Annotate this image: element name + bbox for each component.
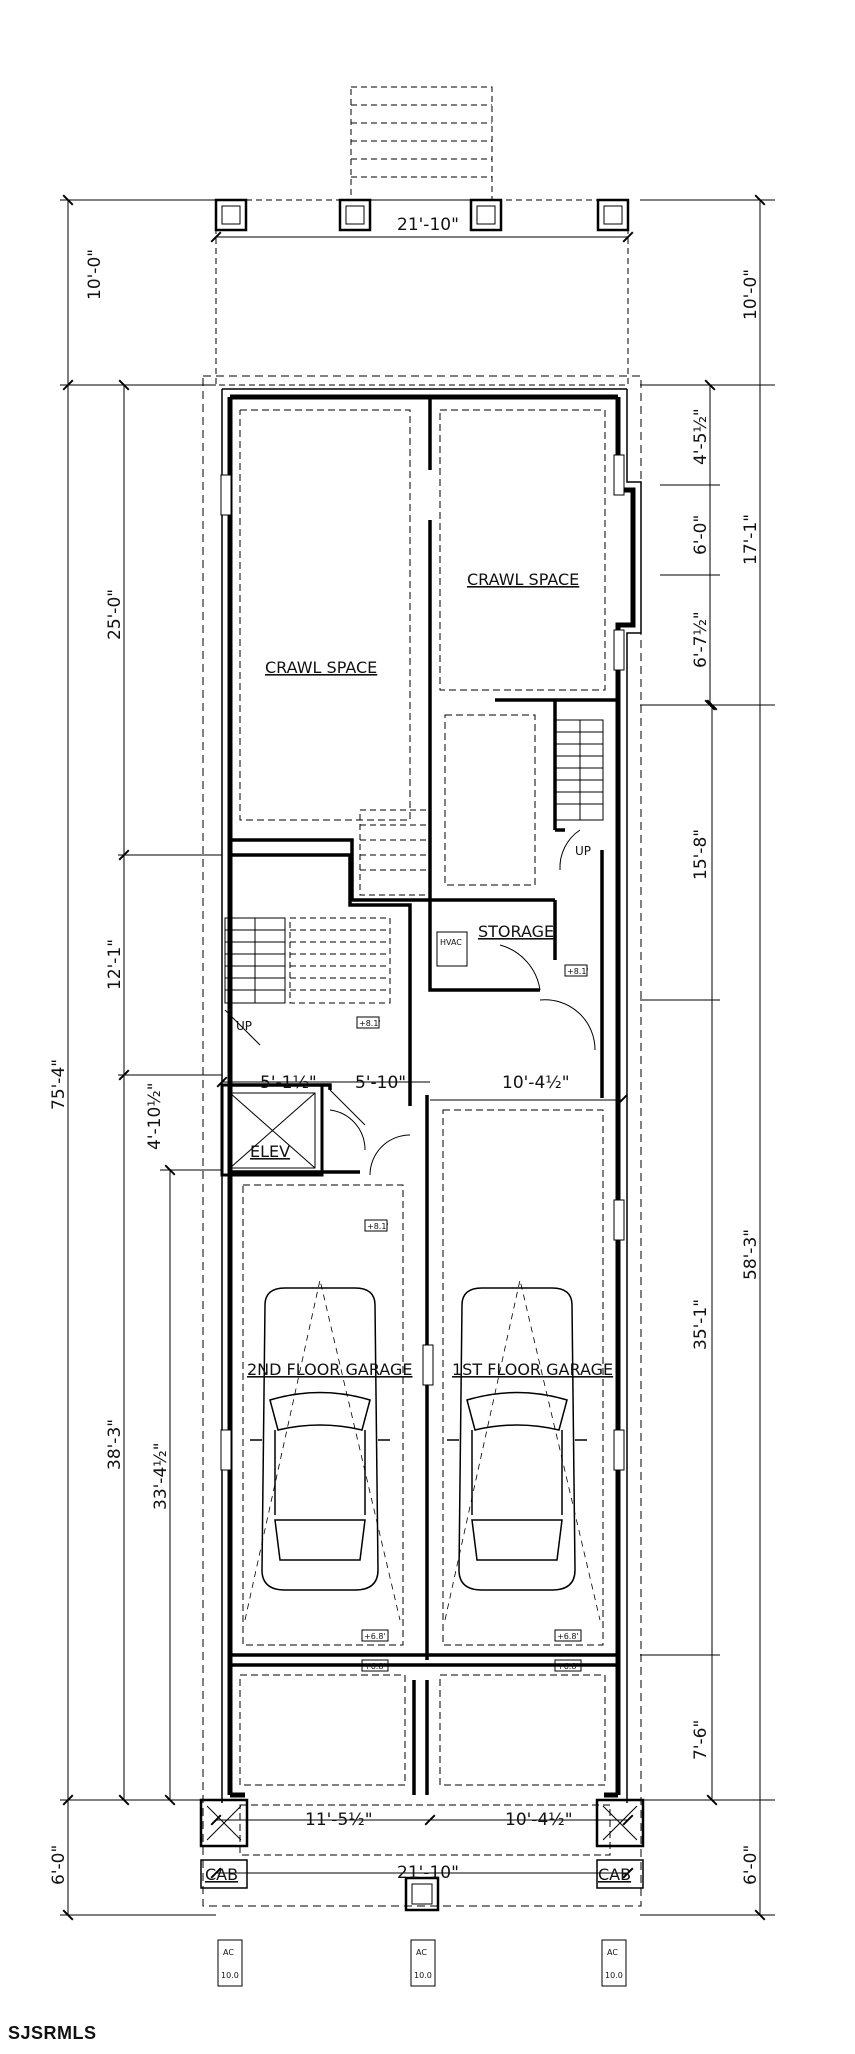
ff-tag-g: +6.8'	[364, 1662, 386, 1671]
windows	[220, 454, 625, 1471]
stairs-left-lower	[224, 917, 286, 1004]
ac-value-mid: 10.0	[414, 1971, 432, 1980]
dim-bottom-width: 21'-10"	[397, 1863, 459, 1883]
ac-units	[217, 1939, 627, 1987]
dim-left-12: 12'-1"	[105, 939, 125, 990]
dim-left-38: 38'-3"	[105, 1419, 125, 1470]
label-cab-left: CAB	[205, 1865, 238, 1884]
label-cab-right: CAB	[598, 1865, 631, 1884]
dim-left-4-10: 4'-10½"	[145, 1082, 165, 1150]
interior-walls	[220, 397, 618, 1795]
hvac-unit	[436, 931, 468, 967]
stairs-left-dashed	[289, 917, 391, 1004]
ff-tag-a: +8.1'	[359, 1019, 381, 1028]
ff-tag-h: +6.8'	[557, 1662, 579, 1671]
label-storage: STORAGE	[478, 922, 554, 941]
dim-right-35: 35'-1"	[691, 1299, 711, 1350]
label-garage-1st: 1ST FLOOR GARAGE	[452, 1360, 613, 1379]
label-up-left: UP	[236, 1019, 252, 1033]
watermark: SJSRMLS	[8, 2023, 97, 2043]
ff-tag-e: +6.8'	[364, 1632, 386, 1641]
car-left	[250, 1287, 390, 1591]
ac-value-right: 10.0	[605, 1971, 623, 1980]
stairs-right	[554, 719, 604, 821]
dim-left-10: 10'-0"	[85, 249, 105, 300]
top-piers	[214, 198, 630, 232]
label-garage-2nd: 2ND FLOOR GARAGE	[247, 1360, 412, 1379]
ac-value-left: 10.0	[221, 1971, 239, 1980]
ff-tag-c: +8.1'	[367, 1222, 389, 1231]
ac-label-mid: AC	[416, 1948, 427, 1957]
dim-top-width: 21'-10"	[397, 215, 459, 235]
ac-label-left: AC	[223, 1948, 234, 1957]
label-elev: ELEV	[250, 1142, 290, 1161]
elevator-shaft-x	[229, 1092, 316, 1169]
dim-right-15: 15'-8"	[691, 829, 711, 880]
dim-left-33: 33'-4½"	[151, 1442, 171, 1510]
garage-door-sweeps	[244, 1279, 601, 1621]
dim-right-17: 17'-1"	[741, 514, 761, 565]
elevation-tags	[356, 964, 588, 1672]
dim-left-6: 6'-0"	[49, 1845, 69, 1885]
vertical-dimension-labels: 10'-0" 25'-0" 12'-1" 75'-4" 4'-10½" 38'-…	[49, 249, 761, 1885]
dim-bottom-right-seg: 10'-4½"	[505, 1810, 573, 1830]
dim-mid-left-a: 5'-1½"	[260, 1073, 317, 1093]
front-deck	[215, 86, 629, 386]
dimension-lines	[60, 194, 775, 1921]
inner-dashed-outlines	[239, 409, 611, 1856]
ac-label-right: AC	[607, 1948, 618, 1957]
dim-right-6-7: 6'-7½"	[691, 611, 711, 668]
stairs-left-upper	[359, 809, 431, 896]
dim-right-7-6: 7'-6"	[691, 1720, 711, 1760]
label-up-right: UP	[575, 844, 591, 858]
dim-mid-right: 10'-4½"	[502, 1073, 570, 1093]
dim-right-58: 58'-3"	[741, 1229, 761, 1280]
dim-right-6-0: 6'-0"	[691, 515, 711, 555]
door-swings	[224, 829, 596, 1176]
label-crawl-space-right: CRAWL SPACE	[467, 570, 579, 589]
dim-left-75: 75'-4"	[49, 1059, 69, 1110]
dim-left-25: 25'-0"	[105, 589, 125, 640]
dim-right-6: 6'-0"	[741, 1845, 761, 1885]
ff-tag-b: +8.1'	[567, 967, 589, 976]
ff-tag-f: +6.8'	[557, 1632, 579, 1641]
dim-right-10: 10'-0"	[741, 269, 761, 320]
dim-right-4-5: 4'-5½"	[691, 408, 711, 465]
dim-bottom-left-seg: 11'-5½"	[305, 1810, 373, 1830]
label-hvac: HVAC	[440, 938, 462, 947]
dim-mid-left-b: 5'-10"	[355, 1073, 406, 1093]
label-crawl-space-left: CRAWL SPACE	[265, 658, 377, 677]
slab-outline	[202, 375, 642, 1907]
car-right	[447, 1287, 587, 1591]
